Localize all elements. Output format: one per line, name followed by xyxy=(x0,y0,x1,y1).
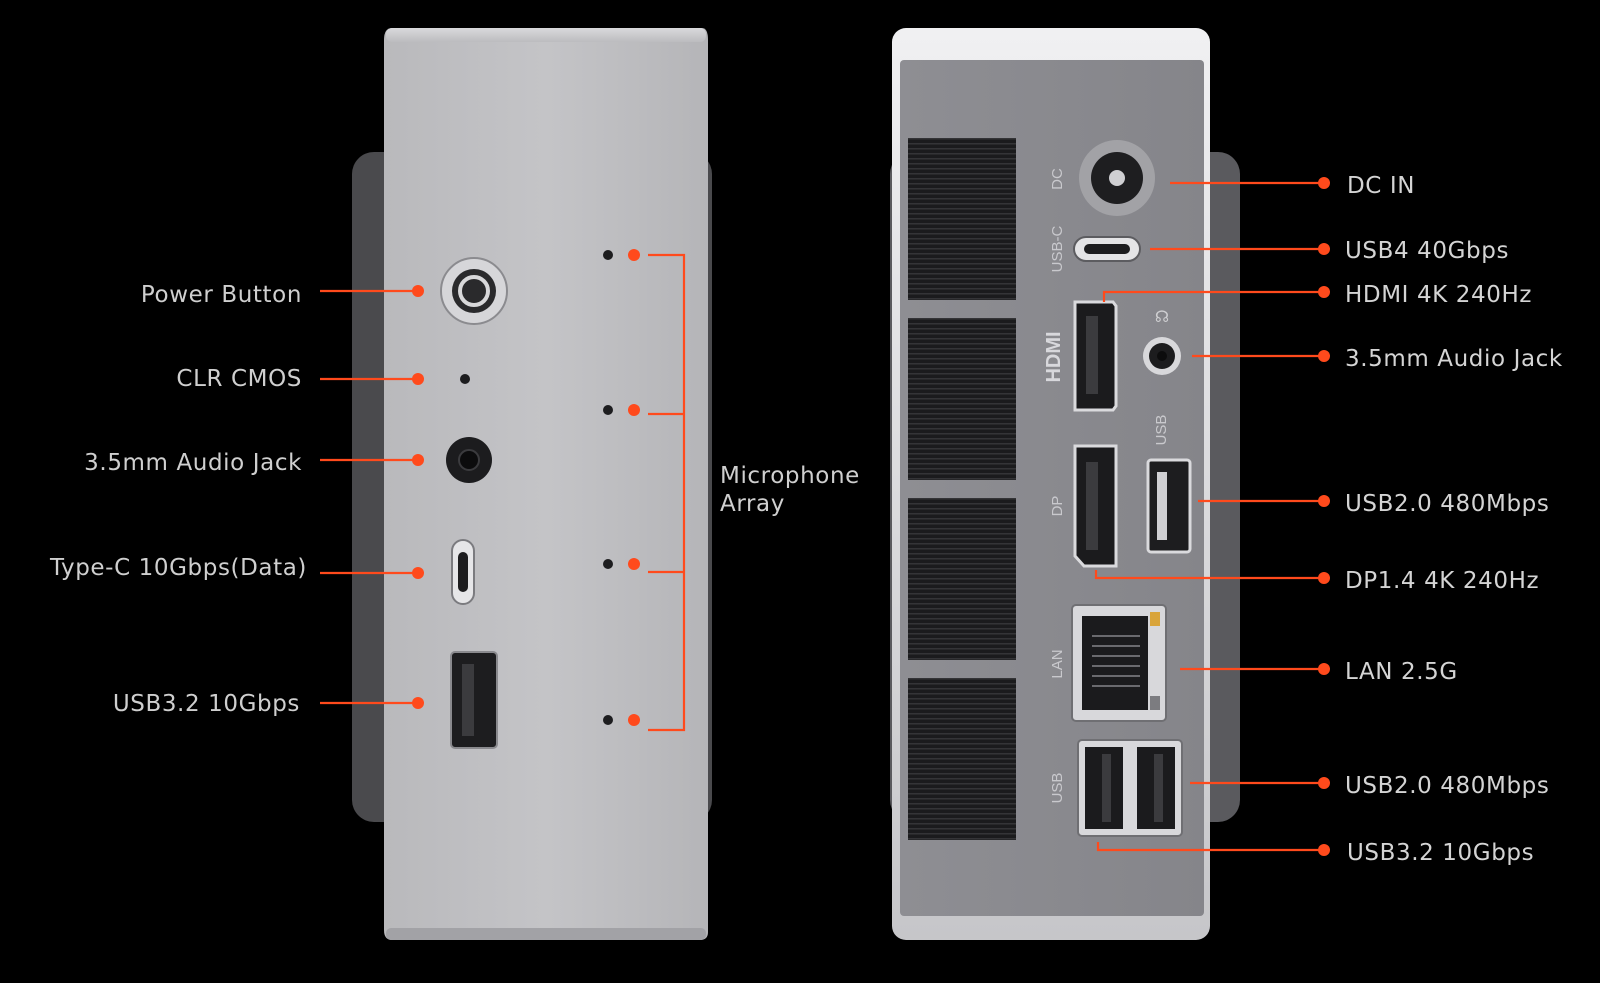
print-usb-b: USB xyxy=(1049,773,1066,804)
label-clr-cmos: CLR CMOS xyxy=(176,366,302,392)
leader-dot xyxy=(1318,243,1330,255)
label-microphone-array-line1: Microphone xyxy=(720,463,860,489)
audio-jack-front[interactable] xyxy=(446,437,492,483)
leader-hdmi xyxy=(1102,290,1324,302)
label-dc-in: DC IN xyxy=(1347,173,1415,199)
vent-grille xyxy=(908,678,1016,840)
label-usb20-top: USB2.0 480Mbps xyxy=(1345,491,1549,517)
label-microphone-array-line2: Array xyxy=(720,491,785,517)
mic-hole xyxy=(603,405,613,415)
label-dp: DP1.4 4K 240Hz xyxy=(1345,568,1539,594)
front-panel: Power Button CLR CMOS 3.5mm Audio Jack T… xyxy=(49,28,860,940)
leader-dot xyxy=(1318,177,1330,189)
hdmi-port[interactable] xyxy=(1073,300,1118,412)
leader-dot xyxy=(1318,844,1330,856)
label-type-c: Type-C 10Gbps(Data) xyxy=(49,555,307,581)
leader-dot xyxy=(1318,777,1330,789)
print-usb-a: USB xyxy=(1153,415,1170,446)
label-usb4: USB4 40Gbps xyxy=(1345,238,1509,264)
label-usb20-bottom: USB2.0 480Mbps xyxy=(1345,773,1549,799)
label-usb32-front: USB3.2 10Gbps xyxy=(113,691,300,717)
vent-grille xyxy=(908,318,1016,480)
leader-dot xyxy=(1318,663,1330,675)
leader-dot xyxy=(412,285,424,297)
dc-in-port[interactable] xyxy=(1079,140,1155,216)
leader-dot xyxy=(1318,350,1330,362)
label-power-button: Power Button xyxy=(141,282,302,308)
usb20-port-top[interactable] xyxy=(1146,458,1192,554)
front-unit-bottom-edge xyxy=(386,928,706,940)
vent-grille xyxy=(908,138,1016,300)
vent-grille xyxy=(908,498,1016,660)
audio-jack-rear[interactable] xyxy=(1143,337,1181,375)
mic-hole xyxy=(603,559,613,569)
label-lan: LAN 2.5G xyxy=(1345,659,1458,685)
leader-dot xyxy=(1318,286,1330,298)
headphone-icon: ☊ xyxy=(1155,307,1169,326)
power-button[interactable] xyxy=(440,257,508,325)
print-hdmi: HDMI xyxy=(1043,331,1065,382)
print-lan: LAN xyxy=(1049,649,1066,678)
front-unit-top-highlight xyxy=(386,28,706,42)
type-c-port-inner xyxy=(458,552,468,592)
leader-dot xyxy=(412,373,424,385)
dp-port[interactable] xyxy=(1073,444,1118,568)
leader-usb32-rear xyxy=(1096,842,1324,852)
mic-hole xyxy=(603,250,613,260)
rear-panel: DC USB-C HDMI ☊ DP USB xyxy=(890,28,1563,940)
print-usb-c: USB-C xyxy=(1049,225,1066,272)
label-hdmi: HDMI 4K 240Hz xyxy=(1345,282,1532,308)
leader-dot xyxy=(412,454,424,466)
print-dc: DC xyxy=(1049,168,1066,190)
leader-dot xyxy=(412,567,424,579)
print-dp: DP xyxy=(1049,496,1066,517)
mic-array-bracket xyxy=(628,249,686,732)
usb32-port-tongue xyxy=(462,664,474,736)
leader-dot xyxy=(1318,495,1330,507)
label-audio-jack-rear: 3.5mm Audio Jack xyxy=(1345,346,1563,372)
leader-dp xyxy=(1094,570,1324,580)
usb-dual-port[interactable] xyxy=(1077,739,1183,837)
mic-hole xyxy=(603,715,613,725)
lan-port[interactable] xyxy=(1071,604,1167,722)
label-usb32-rear: USB3.2 10Gbps xyxy=(1347,840,1534,866)
front-unit-face xyxy=(384,28,708,940)
clr-cmos-pinhole[interactable] xyxy=(460,374,470,384)
label-audio-jack-front: 3.5mm Audio Jack xyxy=(84,450,302,476)
leader-dot xyxy=(1318,572,1330,584)
usb4-port-inner xyxy=(1084,244,1130,254)
leader-dot xyxy=(412,697,424,709)
